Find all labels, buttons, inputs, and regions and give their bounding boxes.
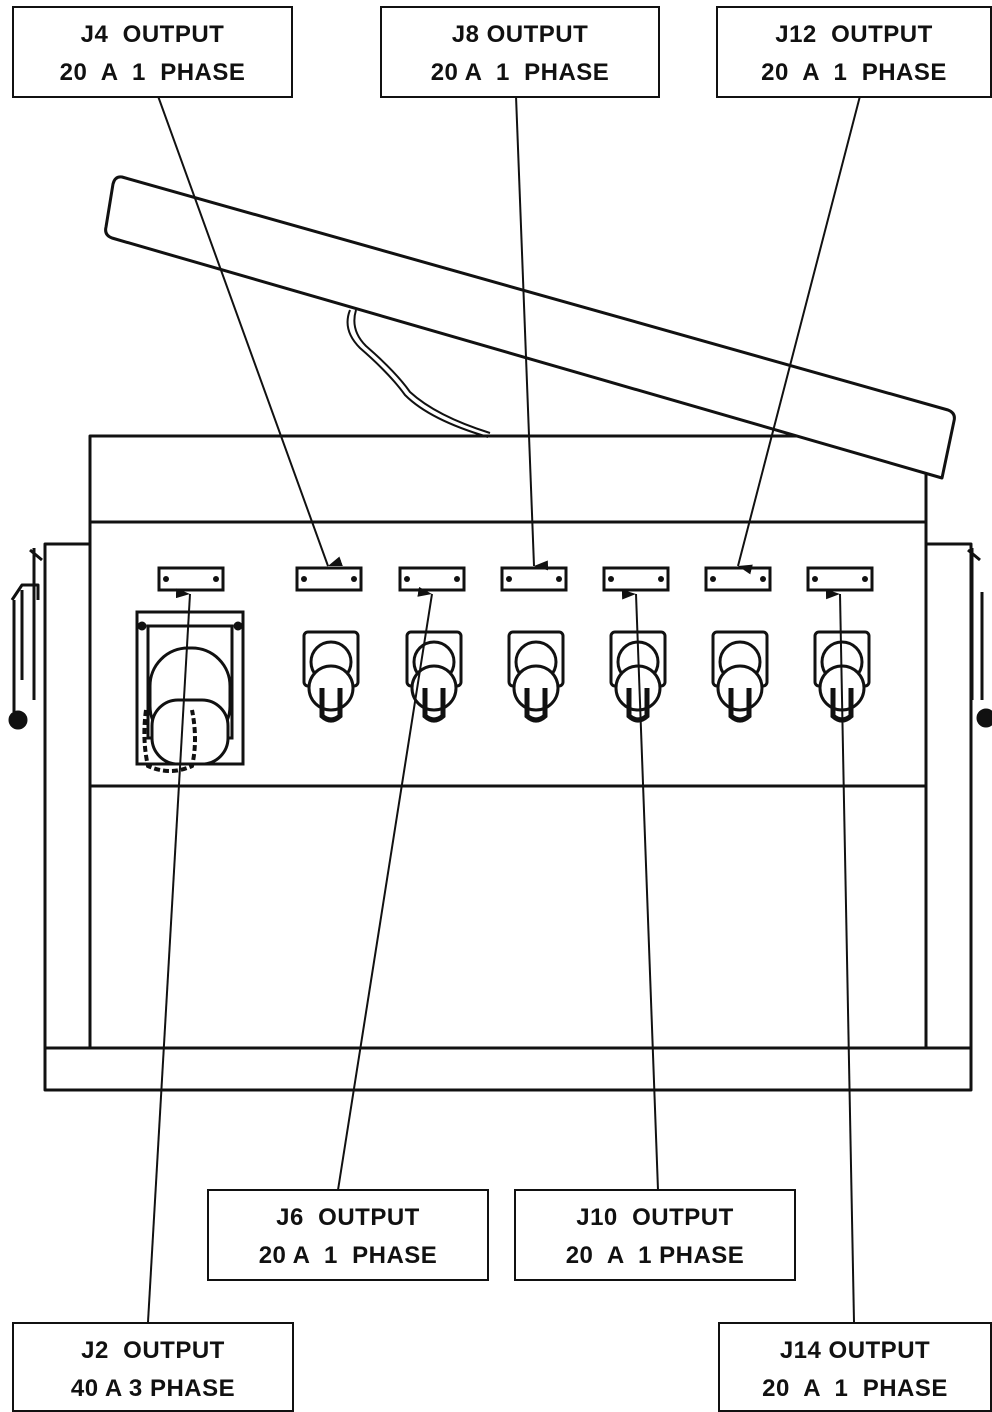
callout-j4-rating: 20 A 1 PHASE xyxy=(59,59,246,86)
callout-j2: J2 OUTPUT 40 A 3 PHASE xyxy=(12,1322,294,1412)
callout-j6-title: J6 OUTPUT xyxy=(276,1204,420,1231)
receptacle-j8 xyxy=(507,630,565,723)
leader-j10 xyxy=(621,589,659,1191)
receptacle-j4 xyxy=(302,630,360,723)
callout-j14-title: J14 OUTPUT xyxy=(779,1337,931,1364)
left-side-handle xyxy=(8,548,43,730)
callout-j10-rating: 20 A 1 PHASE xyxy=(565,1242,745,1269)
nameplate-j4 xyxy=(295,566,363,592)
callout-j14: J14 OUTPUT 20 A 1 PHASE xyxy=(718,1322,992,1412)
callout-j12-title: J12 OUTPUT xyxy=(775,21,933,48)
callout-j8-title: J8 OUTPUT xyxy=(451,21,589,48)
leader-j2 xyxy=(147,588,191,1323)
callout-j2-title: J2 OUTPUT xyxy=(81,1337,225,1364)
open-cover-lid xyxy=(104,175,956,480)
receptacle-j2 xyxy=(135,610,245,773)
callout-j10-title: J10 OUTPUT xyxy=(576,1204,734,1231)
callout-j12-rating: 20 A 1 PHASE xyxy=(761,59,947,86)
callout-j6-rating: 20 A 1 PHASE xyxy=(258,1242,438,1269)
callout-j2-rating: 40 A 3 PHASE xyxy=(70,1375,236,1402)
receptacle-j12 xyxy=(711,630,769,723)
left-side-frame xyxy=(43,542,92,1050)
callout-j6: J6 OUTPUT 20 A 1 PHASE xyxy=(207,1189,489,1281)
leader-j14 xyxy=(825,589,855,1323)
callout-j12: J12 OUTPUT 20 A 1 PHASE xyxy=(716,6,992,98)
nameplate-j10 xyxy=(602,566,670,592)
callout-j4-title: J4 OUTPUT xyxy=(80,21,225,48)
leader-j4 xyxy=(157,95,343,567)
base-skid xyxy=(43,1046,973,1092)
nameplate-j6 xyxy=(398,566,466,592)
cover-wire xyxy=(346,309,489,438)
leader-j8 xyxy=(515,95,549,571)
callout-j4: J4 OUTPUT 20 A 1 PHASE xyxy=(12,6,293,98)
leader-j6 xyxy=(337,586,433,1191)
nameplate-j14 xyxy=(806,566,874,592)
right-side-frame xyxy=(924,542,973,1050)
leader-j12 xyxy=(737,95,861,575)
callout-j14-rating: 20 A 1 PHASE xyxy=(762,1375,948,1402)
right-side-handle xyxy=(967,548,992,728)
nameplate-j2 xyxy=(157,566,225,592)
callout-j8: J8 OUTPUT 20 A 1 PHASE xyxy=(380,6,660,98)
callout-j8-rating: 20 A 1 PHASE xyxy=(430,59,610,86)
callout-j10: J10 OUTPUT 20 A 1 PHASE xyxy=(514,1189,796,1281)
